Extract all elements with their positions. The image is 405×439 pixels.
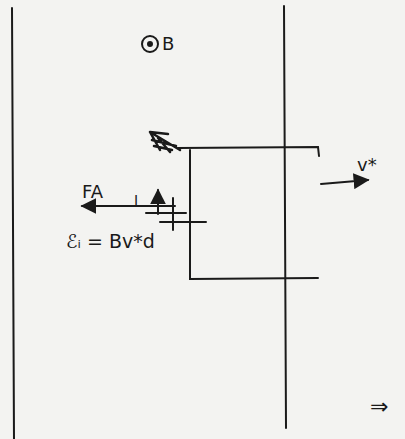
field-label: B xyxy=(162,35,174,53)
current-label: I xyxy=(134,193,138,207)
force-label: FA xyxy=(82,183,103,201)
velocity-label: v* xyxy=(357,156,377,174)
region-boundary xyxy=(12,8,14,439)
field-symbol xyxy=(142,36,158,52)
conducting-loop xyxy=(178,147,319,279)
arrow-sign: ⇒ xyxy=(370,396,388,418)
force-arrow xyxy=(82,205,175,207)
emf-formula: ℰᵢ = Bv*d xyxy=(66,232,155,251)
field-dot xyxy=(148,42,152,46)
region-boundary xyxy=(284,6,286,428)
velocity-arrow xyxy=(321,180,368,184)
scribble xyxy=(150,132,180,152)
current-arrow xyxy=(157,190,159,214)
battery-symbol xyxy=(146,198,206,230)
